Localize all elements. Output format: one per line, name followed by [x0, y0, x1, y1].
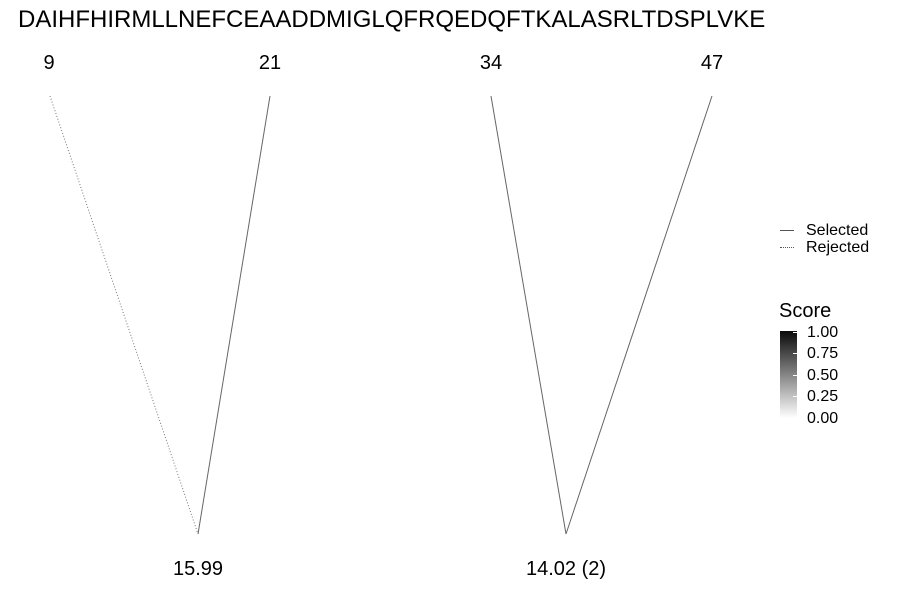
score-colorbar — [780, 331, 797, 418]
colorbar-tick-0.25: 0.25 — [807, 388, 839, 405]
solid-line-swatch — [780, 230, 794, 232]
site-label-9: 9 — [43, 52, 55, 74]
site-label-21: 21 — [258, 52, 282, 74]
legend-label-rejected: Rejected — [806, 239, 870, 256]
mass-label-15.99: 15.99 — [172, 558, 224, 580]
site-label-47: 47 — [700, 52, 724, 74]
dotted-line-swatch — [780, 247, 794, 249]
mass-label-14.02: 14.02 (2) — [525, 558, 607, 580]
colorbar-tick-0.50: 0.50 — [807, 367, 839, 384]
peptide-sequence: DAIHFHIRMLLNEFCEAADDMIGLQFRQEDQFTKALASRL… — [18, 6, 766, 33]
site-label-34: 34 — [479, 52, 503, 74]
legend-label-selected: Selected — [806, 222, 869, 239]
colorbar-tick-1.00: 1.00 — [807, 324, 839, 341]
colorbar-tick-mark — [793, 396, 797, 397]
colorbar-tick-0.75: 0.75 — [807, 345, 839, 362]
colorbar-tick-mark — [793, 375, 797, 376]
colorbar-tick-mark — [793, 353, 797, 354]
link-21-to-15.99 — [197, 95, 271, 535]
legend-item-selected: Selected — [780, 222, 868, 240]
link-9-to-15.99 — [49, 95, 199, 535]
colorbar-tick-mark — [793, 332, 797, 333]
colorbar-tick-mark — [793, 417, 797, 418]
colorbar-tick-0.00: 0.00 — [807, 410, 839, 427]
link-47-to-14.02 — [565, 95, 713, 535]
score-legend-title: Score — [779, 300, 832, 322]
legend-item-rejected: Rejected — [780, 239, 869, 257]
link-34-to-14.02 — [490, 95, 567, 535]
